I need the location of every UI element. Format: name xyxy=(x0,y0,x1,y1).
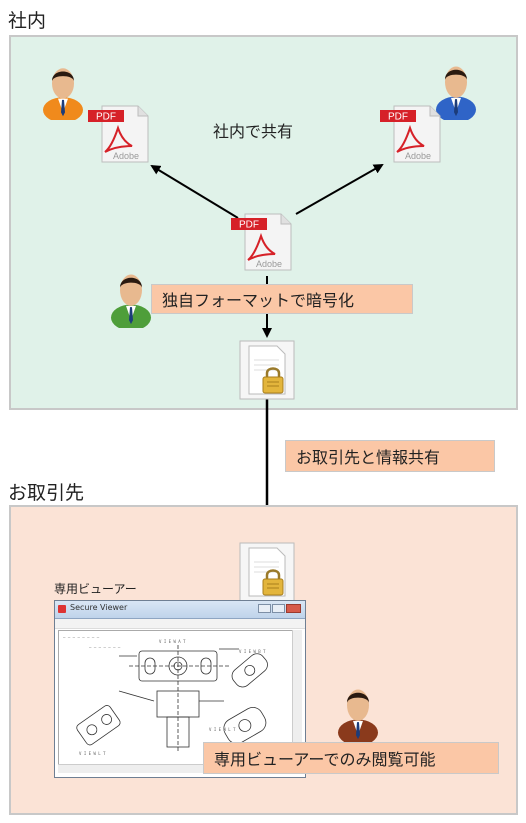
share-internal-label: 社内で共有 xyxy=(213,122,294,141)
minimize-icon xyxy=(258,604,271,613)
arrow-to-left-colleague xyxy=(150,164,239,219)
viewer-horizontal-scrollbar xyxy=(58,764,292,773)
svg-text:— — — — — — —: — — — — — — — xyxy=(89,645,121,650)
pdf-file-icon-source xyxy=(231,212,295,272)
internal-section-title: 社内 xyxy=(8,10,47,32)
pdf-file-icon-right xyxy=(380,104,444,164)
cad-drawing-graphic: V I E W A T V I E W B T V I E W L T V I … xyxy=(63,635,268,756)
share-with-partner-label: お取引先と情報共有 xyxy=(285,440,495,472)
viewer-vertical-scrollbar xyxy=(292,630,302,764)
viewer-title: Secure Viewer xyxy=(70,603,128,612)
arrow-to-right-colleague xyxy=(295,164,384,215)
partner-person-icon xyxy=(335,683,381,743)
dedicated-viewer-label: 専用ビューアー xyxy=(54,582,137,596)
svg-text:V I E W B T: V I E W B T xyxy=(239,649,266,654)
svg-text:V I E W L T: V I E W L T xyxy=(79,751,106,756)
maximize-icon xyxy=(272,604,285,613)
viewer-app-icon xyxy=(58,605,66,613)
svg-text:— — — — — — — —: — — — — — — — — xyxy=(63,635,100,640)
encrypt-format-label: 独自フォーマットで暗号化 xyxy=(151,284,413,314)
svg-text:V I E W A T: V I E W A T xyxy=(159,639,186,644)
partner-section-title: お取引先 xyxy=(8,482,85,504)
svg-text:V I E W L T: V I E W L T xyxy=(209,727,236,732)
encrypted-file-lock-icon xyxy=(239,340,295,400)
viewer-toolbar xyxy=(55,619,305,629)
colleague-left-person-icon xyxy=(40,62,86,120)
secure-viewer-window: Secure Viewer xyxy=(54,600,306,778)
viewer-titlebar: Secure Viewer xyxy=(55,601,305,619)
close-icon xyxy=(286,604,301,613)
pdf-file-icon-left xyxy=(88,104,152,164)
view-only-label: 専用ビューアーでのみ閲覧可能 xyxy=(203,742,499,774)
received-encrypted-file-lock-icon xyxy=(239,542,295,602)
sender-person-icon xyxy=(108,268,154,328)
